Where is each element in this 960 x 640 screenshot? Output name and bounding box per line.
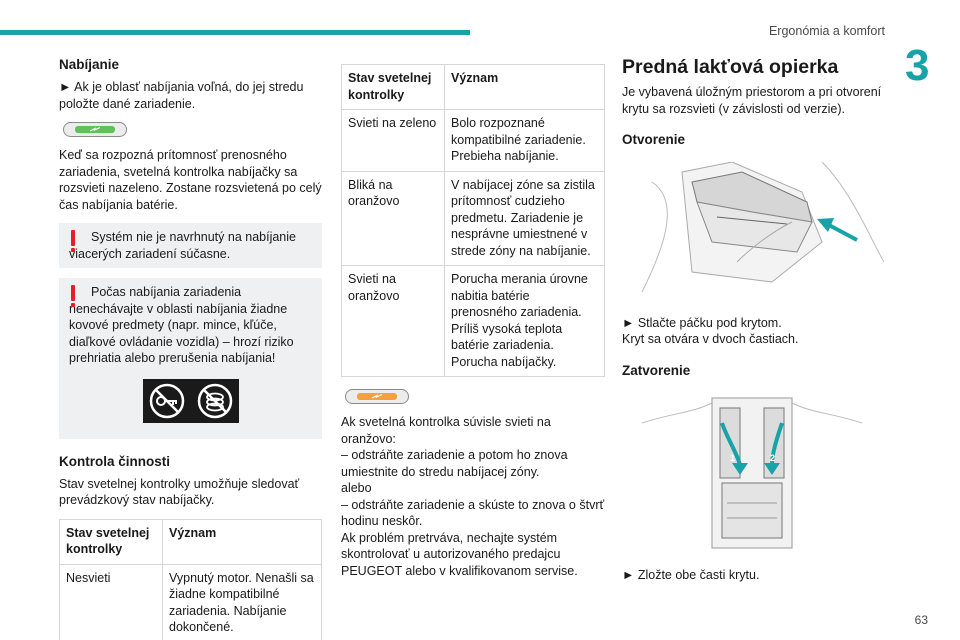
table-cell-state: Bliká na oranžovo: [341, 170, 445, 266]
label-1: 1: [730, 453, 735, 463]
column-armrest: Predná lakťová opierka Je vybavená úložn…: [622, 56, 885, 584]
armrest-title: Predná lakťová opierka: [622, 56, 839, 78]
warning-text: Systém nie je navrhnutý na nabíjanie via…: [69, 230, 296, 261]
chapter-number: 3: [905, 41, 930, 90]
no-metal-objects-pictogram: [142, 378, 239, 423]
label-2: 2: [770, 453, 775, 463]
table-cell-meaning: Bolo rozpoznané kompatibilné zariadenie.…: [444, 109, 605, 172]
charging-step: ► Ak je oblasť nabíjania voľná, do jej s…: [59, 80, 304, 111]
warning-box-metal-objects: Počas nabíjania zariadenia nenechávajte …: [59, 278, 322, 439]
charging-heading: Nabíjanie: [59, 57, 120, 72]
open-heading: Otvorenie: [622, 132, 686, 147]
table-row: Bliká na oranžovo V nabíjacej zóne sa zi…: [341, 170, 605, 266]
column-charging: Nabíjanie ► Ak je oblasť nabíjania voľná…: [59, 56, 322, 640]
no-coins-icon: [197, 383, 232, 418]
column-status-table: Stav svetelnej kontrolky Význam Svieti n…: [341, 64, 605, 579]
charging-detected-text: Keď sa rozpozná prítomnosť prenosného za…: [59, 148, 322, 212]
close-step: ► Zložte obe časti krytu.: [622, 568, 760, 582]
table-row: Svieti na zeleno Bolo rozpoznané kompati…: [341, 109, 605, 172]
table-cell-state: Svieti na oranžovo: [341, 265, 445, 377]
armrest-open-illustration: [622, 161, 885, 300]
orange-light-instructions: Ak svetelná kontrolka súvisle svieti na …: [341, 415, 605, 578]
operation-text: Stav svetelnej kontrolky umožňuje sledov…: [59, 476, 300, 508]
table-header-row: Stav svetelnej kontrolky Význam: [59, 518, 322, 565]
table-row: Nesvieti Vypnutý motor. Nenašli sa žiadn…: [59, 563, 322, 640]
table-header-meaning: Význam: [162, 518, 322, 565]
table-header-state: Stav svetelnej kontrolky: [59, 518, 163, 565]
table-row: Svieti na oranžovo Porucha merania úrovn…: [341, 265, 605, 377]
exclamation-icon: [70, 285, 76, 307]
charging-indicator-icon: [345, 389, 409, 404]
page-number: 63: [914, 613, 928, 627]
warning-box-single-device: Systém nie je navrhnutý na nabíjanie via…: [59, 223, 322, 268]
open-step: ► Stlačte páčku pod krytom.: [622, 315, 782, 330]
table-cell-meaning: V nabíjacej zóne sa zistila prítomnosť c…: [444, 170, 605, 266]
table-cell-meaning: Vypnutý motor. Nenašli sa žiadne kompati…: [162, 563, 322, 640]
no-keys-icon: [149, 383, 184, 418]
armrest-close-illustration: 1 2: [622, 392, 884, 553]
close-heading: Zatvorenie: [622, 362, 691, 378]
armrest-intro: Je vybavená úložným priestorom a pri otv…: [622, 85, 882, 116]
table-cell-state: Svieti na zeleno: [341, 109, 445, 172]
section-header-title: Ergonómia a komfort: [768, 24, 885, 38]
status-table-part2: Stav svetelnej kontrolky Význam Svieti n…: [341, 64, 605, 377]
table-cell-state: Nesvieti: [59, 563, 163, 640]
table-header-meaning: Význam: [444, 64, 605, 110]
table-header-row: Stav svetelnej kontrolky Význam: [341, 64, 605, 110]
warning-text: Počas nabíjania zariadenia nenechávajte …: [69, 285, 294, 365]
table-header-state: Stav svetelnej kontrolky: [341, 64, 445, 110]
table-cell-meaning: Porucha merania úrovne nabitia batérie p…: [444, 265, 605, 377]
operation-heading: Kontrola činnosti: [59, 453, 170, 469]
status-table-part1: Stav svetelnej kontrolky Význam Nesvieti…: [59, 518, 322, 640]
charging-indicator-icon: [63, 122, 127, 137]
exclamation-icon: [70, 230, 76, 252]
open-note: Kryt sa otvára v dvoch častiach.: [622, 332, 799, 346]
header-accent-bar: [0, 30, 470, 35]
